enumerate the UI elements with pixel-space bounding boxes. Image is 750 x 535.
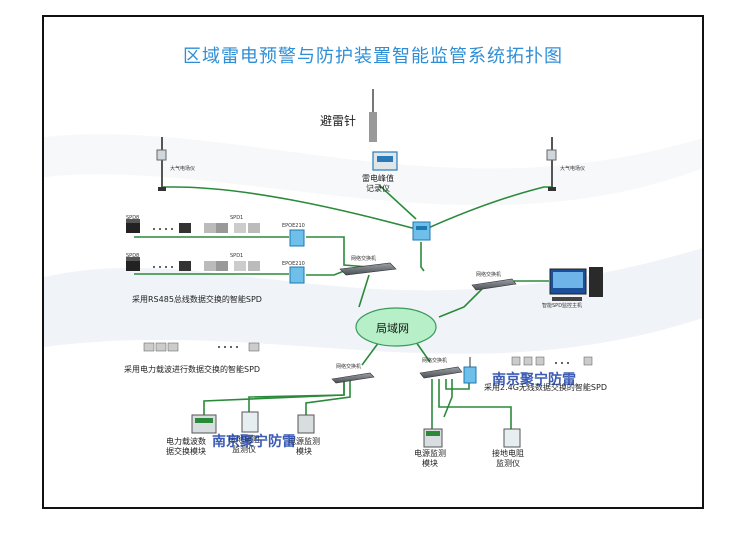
link-lan-mid-switch [415,341,431,363]
epoe1-icon [289,229,305,247]
grounding-meter-left-label: 接地电阻 监测仪 [228,435,260,454]
spd-row2-b-label: SPD1 [230,253,244,259]
link-right-meter-hub [425,186,552,230]
epoe2-icon [289,266,305,284]
watermark-left: 南京聚宁防雷 [212,434,296,450]
plc-caption: 采用电力载波进行数据交换的智能SPD [124,365,261,374]
monitor-host-icon [549,267,603,301]
spd-row1-b-label: SPD1 [230,215,244,221]
field-meter-right-label: 大气电场仪 [560,166,586,172]
field-meter-left-icon [156,137,167,191]
power-module-left-label: 电源监测 模块 [288,437,320,456]
link-epoe1-switch [306,236,370,268]
plc-module-label: 电力载波数 据交换模块 [166,437,206,456]
switch-mid-bottom-icon [419,366,463,379]
watermark-right: 南京聚宁防雷 [492,372,576,388]
peak-recorder-icon [372,151,398,171]
plc-module-icon [191,414,217,434]
link-lan-left-switch [361,341,380,366]
switch-top-label: 网络交换机 [351,256,377,262]
wireless-caption: 采用2.4G无线数据交换的智能SPD [484,383,607,392]
link-switch-lan [358,274,370,308]
link-hub-switch [420,242,425,272]
spd-row2-a-label: SPD8 [126,253,140,259]
switch-right-label: 网络交换机 [476,272,502,278]
switch-left-bottom-label: 网络交换机 [336,364,362,370]
link-right-switch-lan [438,288,483,318]
plc-spd-icons [143,342,260,352]
rs485-caption: 采用RS485总线数据交换的智能SPD [132,295,262,304]
power-module-left-icon [297,414,315,434]
spd-row1-icons [126,219,260,233]
wireless-spd-icons [511,356,593,366]
field-meter-left-label: 大气电场仪 [170,166,196,172]
link-left-meter-hub [162,186,417,230]
lan-label: 局域网 [376,322,409,335]
link-recorder-hub [378,184,417,220]
spd-row2-icons [126,257,260,271]
link-left-switch-modules [203,381,345,415]
lan-ellipse [355,307,437,347]
power-module-bottom-icon [423,428,443,448]
switch-right-icon [471,278,517,291]
grounding-meter-bottom-label: 接地电阻 监测仪 [492,449,524,468]
switch-top-icon [339,262,397,276]
diagram-title: 区域雷电预警与防护装置智能监管系统拓扑图 [183,46,563,67]
field-meter-right-icon [546,137,557,191]
lightning-rod-icon [369,89,377,142]
epoe1-label: EPOE210 [282,223,305,229]
central-hub-icon [412,221,431,241]
grounding-meter-bottom-icon [503,428,521,448]
epoe2-label: EPOE210 [282,261,305,267]
grounding-meter-left-icon [241,411,259,433]
switch-mid-bottom-label: 网络交换机 [422,358,448,364]
spd-row1-a-label: SPD8 [126,215,140,221]
link-epoe2-switch [306,270,345,276]
switch-left-bottom-icon [331,372,375,384]
diagram-frame: 区域雷电预警与防护装置智能监管系统拓扑图 避雷针 大气电场仪 大气电场仪 雷电峰… [42,15,704,509]
connection-lines [134,167,552,447]
monitor-host-label: 智能SPD监控主机 [542,303,583,309]
topology-diagram [44,89,702,448]
power-module-bottom-label: 电源监测 模块 [414,449,446,468]
peak-recorder-label: 雷电峰值 记录仪 [362,174,394,193]
lightning-rod-label: 避雷针 [320,114,357,128]
wireless-gateway-icon [463,357,477,384]
